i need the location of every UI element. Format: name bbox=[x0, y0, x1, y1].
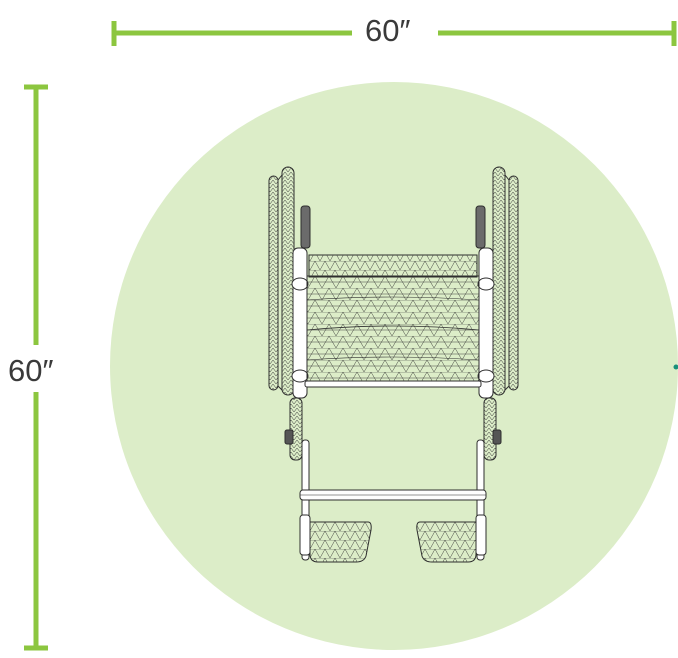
left-rear-wheel bbox=[268, 166, 295, 396]
seat-back bbox=[308, 254, 478, 278]
right-front-caster bbox=[483, 397, 497, 461]
horizontal-dimension-label: 60″ bbox=[355, 15, 421, 46]
right-push-handle bbox=[475, 205, 486, 249]
right-footplate bbox=[416, 521, 477, 563]
left-front-caster bbox=[289, 397, 303, 461]
left-push-handle bbox=[300, 205, 311, 249]
right-rear-wheel bbox=[492, 166, 519, 396]
wheelchair-top-view-icon bbox=[268, 166, 519, 563]
circle-edge-marker bbox=[673, 364, 678, 370]
left-footplate bbox=[309, 521, 372, 563]
seat-cushion bbox=[306, 275, 480, 383]
horizontal-dimension-line bbox=[111, 21, 677, 46]
vertical-dimension-line bbox=[24, 84, 48, 651]
vertical-dimension-label: 60″ bbox=[0, 349, 62, 392]
